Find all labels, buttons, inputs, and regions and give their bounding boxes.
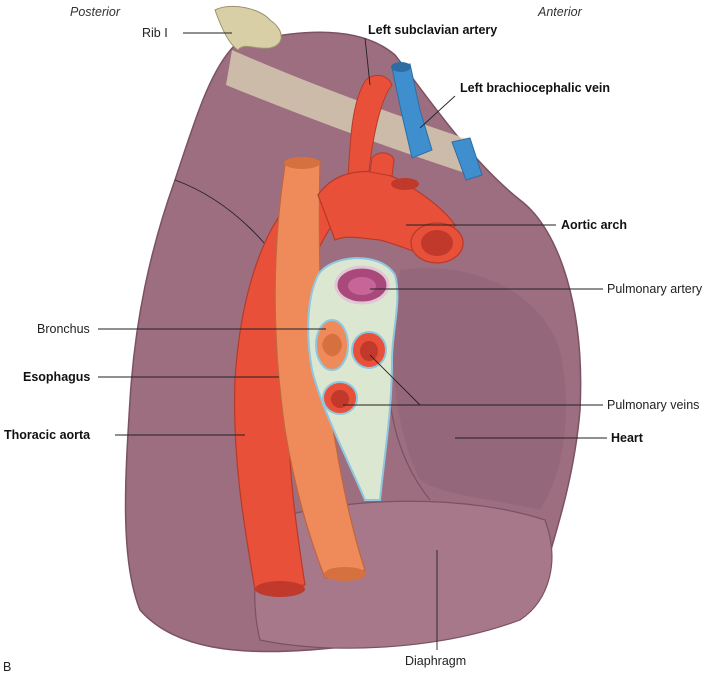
vein-stub (451, 137, 483, 181)
arch-branch-cut (391, 178, 419, 190)
bronchus-label: Bronchus (37, 322, 90, 336)
posterior-label: Posterior (70, 5, 121, 19)
pulmonary-vein-upper-lumen (360, 341, 378, 361)
pulmonary-vein-lower-lumen (331, 390, 349, 408)
esophagus-top (284, 157, 320, 169)
vein-vessel (391, 63, 433, 159)
diaphragm-label: Diaphragm (405, 654, 466, 668)
thoracic-aorta-label: Thoracic aorta (4, 428, 91, 442)
anterior-label: Anterior (537, 5, 583, 19)
pulmonary-artery-label: Pulmonary artery (607, 282, 703, 296)
aortic-arch-label: Aortic arch (561, 218, 627, 232)
aorta-cut-end (255, 581, 305, 597)
leader-left-brachiocephalic (419, 95, 456, 129)
pulmonary-artery-lumen (348, 277, 376, 295)
arch-lumen (421, 230, 453, 256)
leader-lines (98, 32, 607, 650)
vein-cut-end (391, 62, 411, 72)
left-subclavian-vessel (347, 74, 393, 181)
heart-label: Heart (611, 431, 644, 445)
arch-branch (369, 152, 395, 177)
left-subclavian-artery-label: Left subclavian artery (368, 23, 497, 37)
panel-letter: B (3, 660, 11, 674)
left-brachiocephalic-vein-label: Left brachiocephalic vein (460, 81, 610, 95)
aortic-arch (317, 74, 464, 264)
esophagus-label: Esophagus (23, 370, 90, 384)
pulmonary-veins-label: Pulmonary veins (607, 398, 699, 412)
rib-one-label: Rib I (142, 26, 168, 40)
esophagus-cut-end (324, 567, 366, 581)
leader-pulmonary-veins-a (369, 354, 421, 406)
hilum-outline (307, 257, 399, 501)
cardiac-impression (392, 268, 567, 510)
leader-left-subclavian (364, 37, 371, 86)
rib-head (214, 5, 282, 51)
left-brachiocephalic-vein (391, 62, 483, 181)
lung-hilum (307, 257, 399, 501)
bronchus-lumen (322, 333, 342, 357)
